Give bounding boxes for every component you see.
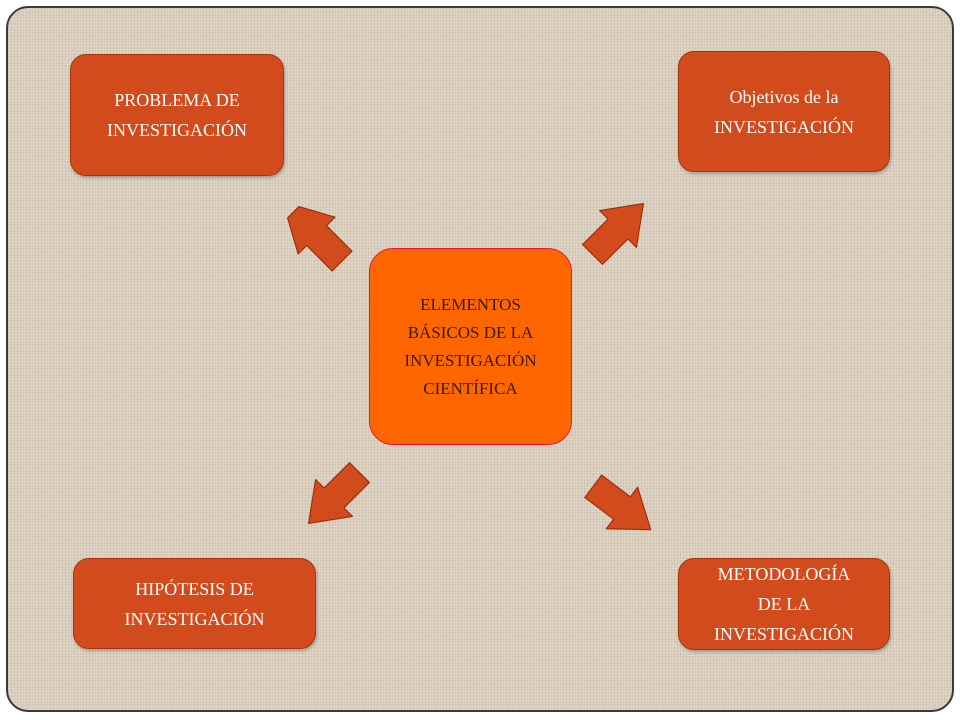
methodology-box: METODOLOGÍA DE LA INVESTIGACIÓN bbox=[678, 558, 890, 650]
arrow-down-left bbox=[307, 462, 370, 525]
problem-box: PROBLEMA DE INVESTIGACIÓN bbox=[70, 54, 284, 176]
hypothesis-line-1: HIPÓTESIS DE bbox=[135, 578, 254, 599]
methodology-line-3: INVESTIGACIÓN bbox=[714, 624, 854, 644]
problem-line-2: INVESTIGACIÓN bbox=[107, 120, 247, 140]
center-line-1: ELEMENTOS bbox=[420, 294, 521, 314]
arrow-down-right bbox=[584, 474, 652, 531]
methodology-line-2: DE LA bbox=[757, 594, 811, 614]
hypothesis-line-2: INVESTIGACIÓN bbox=[124, 608, 265, 629]
problem-line-1: PROBLEMA DE bbox=[114, 90, 240, 110]
center-line-2: BÁSICOS DE LA bbox=[407, 322, 534, 342]
center-line-3: INVESTIGACIÓN bbox=[404, 350, 537, 370]
objectives-box: Objetivos de la INVESTIGACIÓN bbox=[678, 51, 890, 172]
arrows-layer bbox=[286, 202, 652, 531]
hypothesis-box: HIPÓTESIS DE INVESTIGACIÓN bbox=[73, 558, 316, 649]
objectives-line-1: Objetivos de la bbox=[729, 86, 839, 107]
arrow-up-left bbox=[286, 205, 353, 272]
slide-background: PROBLEMA DE INVESTIGACIÓN Objetivos de l… bbox=[6, 6, 954, 712]
arrow-up-right bbox=[582, 202, 645, 265]
objectives-line-2: INVESTIGACIÓN bbox=[714, 116, 854, 137]
methodology-line-1: METODOLOGÍA bbox=[717, 564, 851, 584]
central-concept-box: ELEMENTOS BÁSICOS DE LA INVESTIGACIÓN CI… bbox=[369, 248, 572, 445]
center-line-4: CIENTÍFICA bbox=[423, 378, 518, 398]
